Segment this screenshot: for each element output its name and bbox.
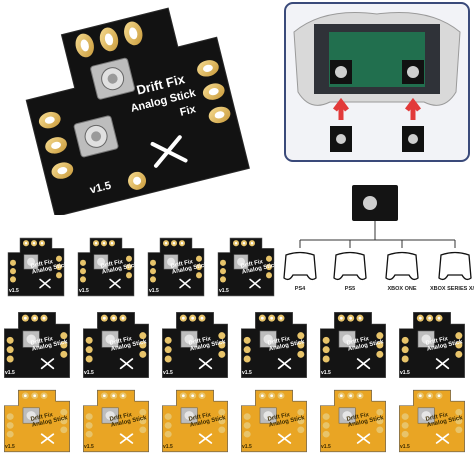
pcb-thumb-version: v1.5	[84, 444, 94, 450]
pcb-thumb-version: v1.5	[79, 288, 89, 294]
pcb-thumb-version: v1.5	[242, 444, 252, 450]
hero-pcb: Drift Fix Analog Stick Fix v1.5	[0, 0, 280, 215]
pcb-thumb-version: v1.5	[5, 370, 15, 376]
pcb-thumb-version: v1.5	[400, 444, 410, 450]
pcb-thumb-version: v1.5	[5, 444, 15, 450]
pcb-thumb-version: v1.5	[219, 288, 229, 294]
pcb-thumb-version: v1.5	[163, 370, 173, 376]
platform-label-xbox-one: XBOX ONE	[387, 286, 417, 292]
pcb-thumb-version: v1.5	[163, 444, 173, 450]
pcb-thumb-version: v1.5	[321, 370, 331, 376]
pcb-thumb-version: v1.5	[321, 444, 331, 450]
controller-inset	[284, 2, 470, 162]
pcb-thumb-version: v1.5	[9, 288, 19, 294]
pcb-thumb-version: v1.5	[84, 370, 94, 376]
pcb-thumb-version: v1.5	[242, 370, 252, 376]
platform-label-ps4: PS4	[294, 286, 306, 292]
pcb-thumb-version: v1.5	[149, 288, 159, 294]
platform-label-ps5: PS5	[344, 286, 356, 292]
platform-label-xbox-series: XBOX SERIES X/S	[430, 286, 474, 292]
compatibility-diagram: PS4 PS5 XBOX ONE XBOX SERIES X/S	[280, 180, 474, 305]
pcb-thumb-version: v1.5	[400, 370, 410, 376]
